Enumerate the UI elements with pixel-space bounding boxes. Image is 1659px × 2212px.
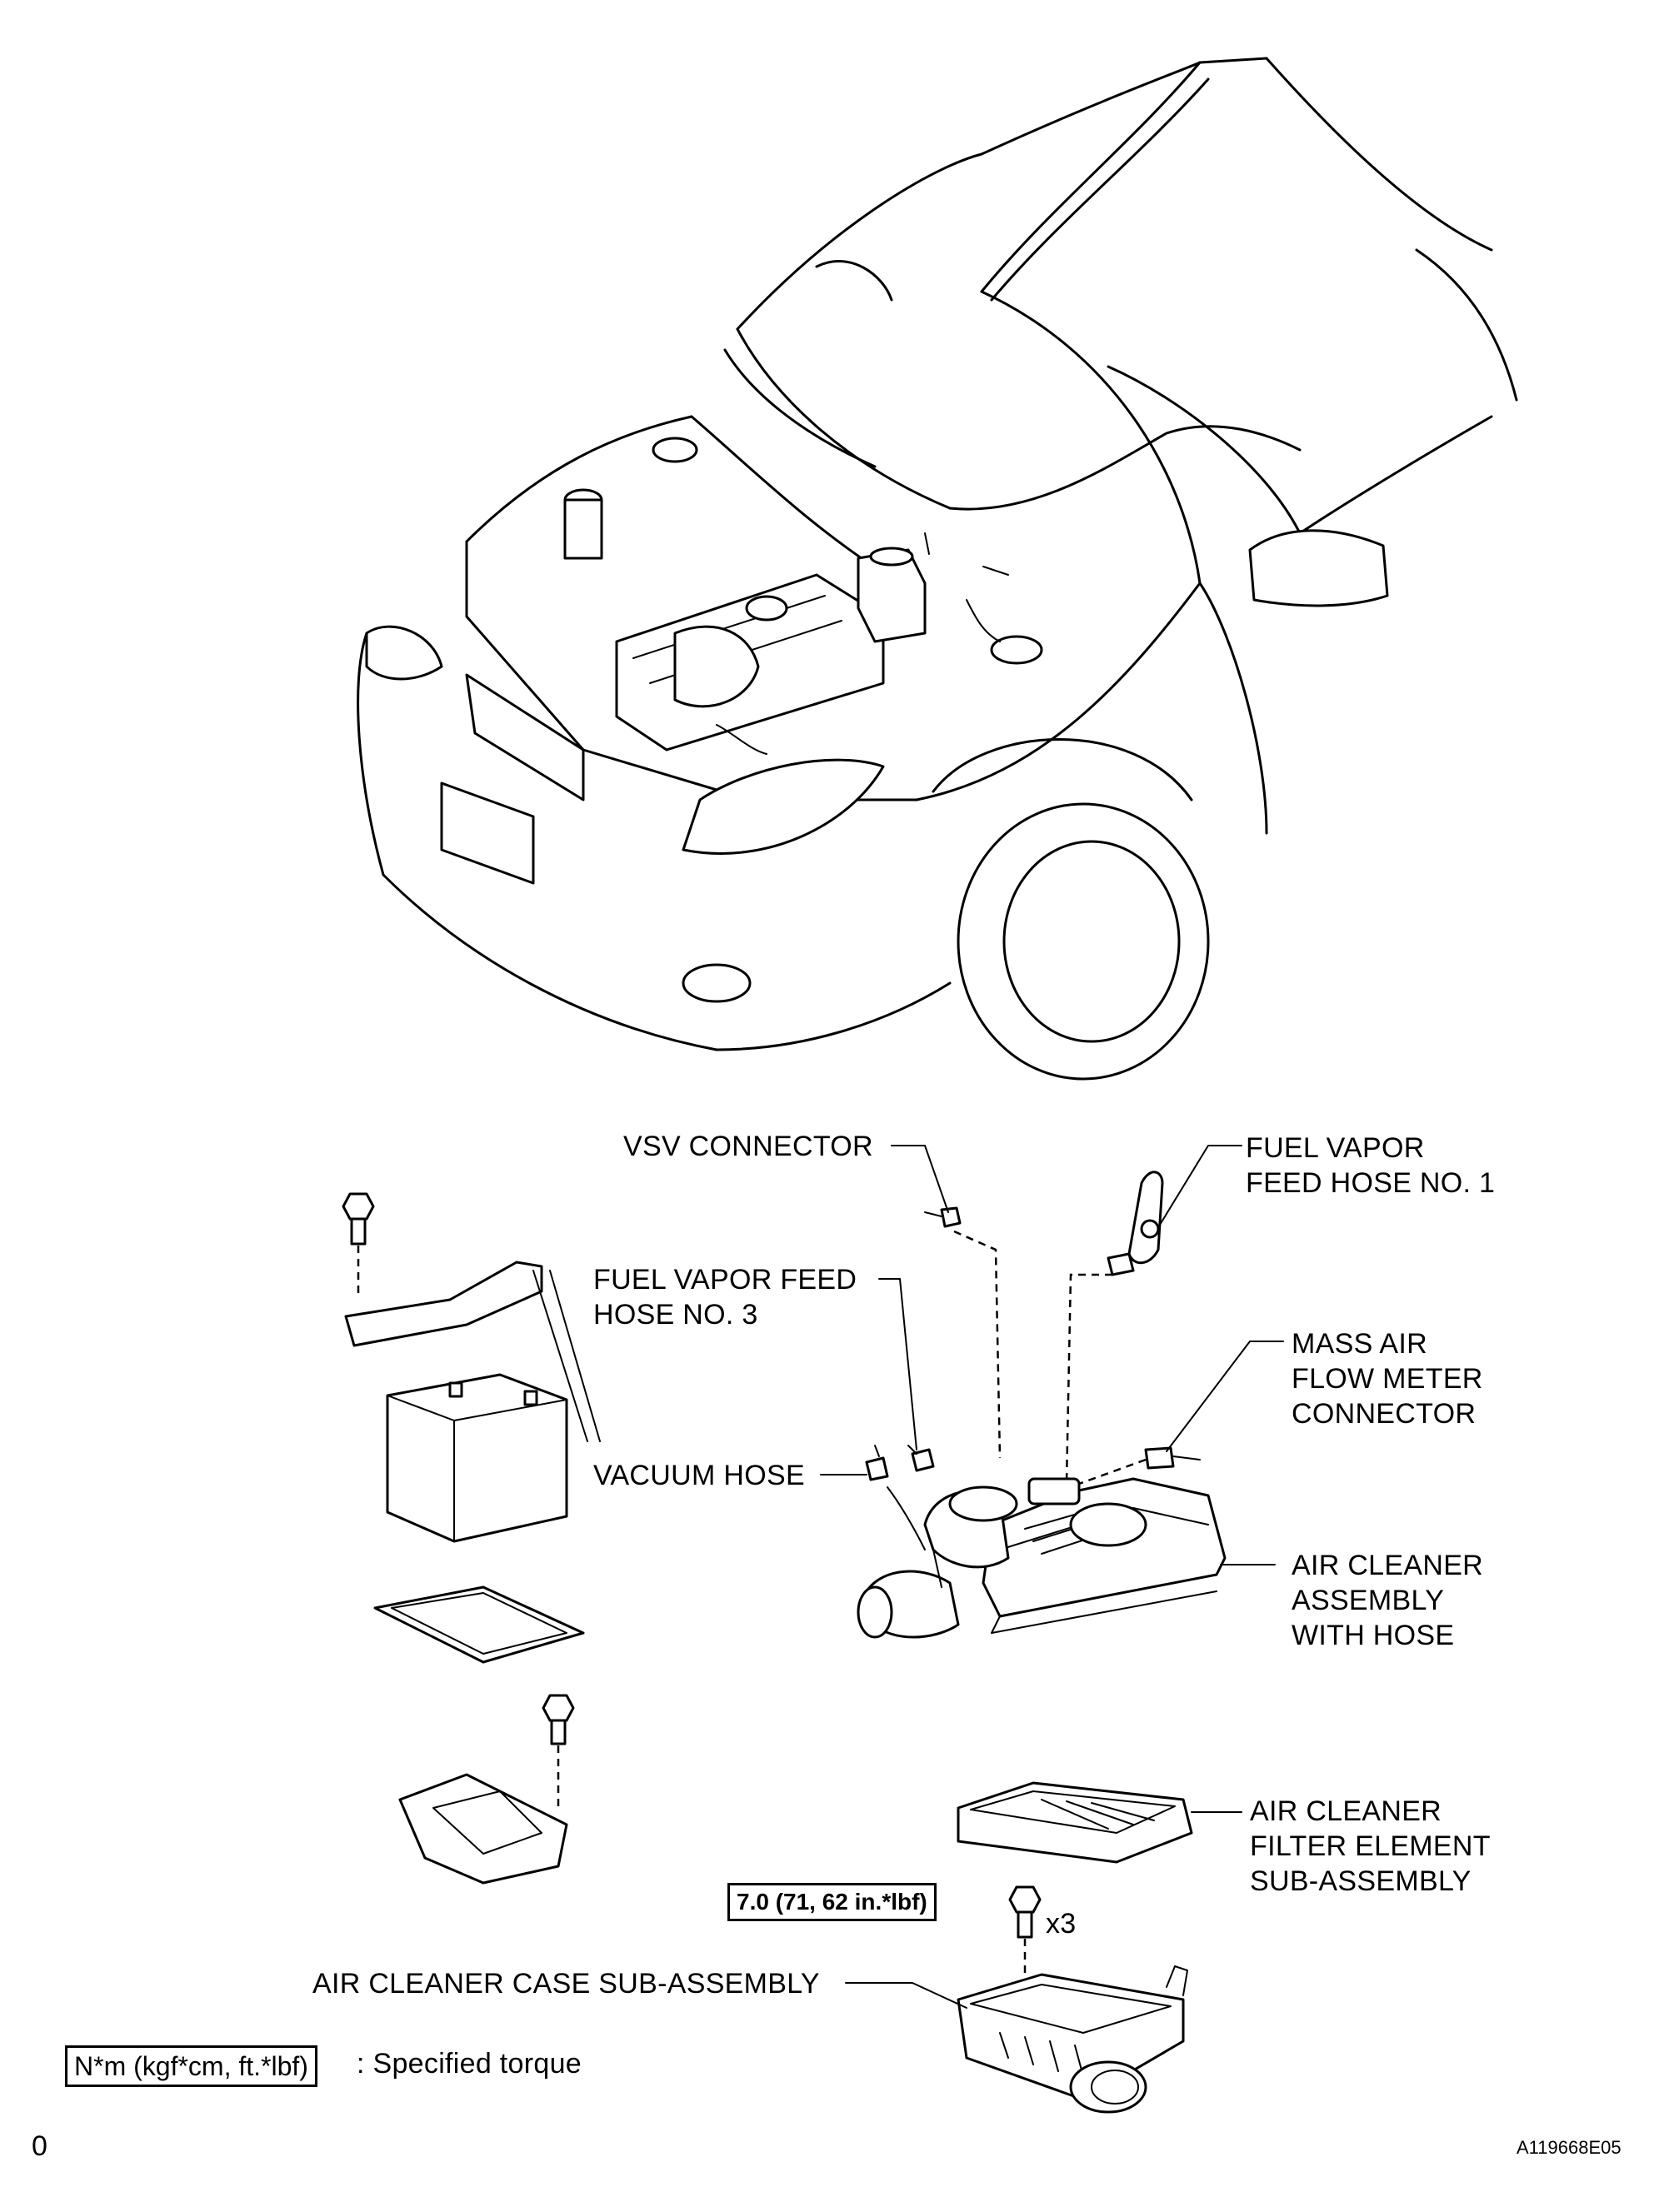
page-mark: 0 bbox=[32, 2130, 48, 2162]
vsv-connector-label: VSV CONNECTOR bbox=[623, 1131, 873, 1162]
figure-id: A119668E05 bbox=[1517, 2137, 1622, 2158]
mass-air-flow-meter-connector-label-line2: FLOW METER bbox=[1292, 1363, 1483, 1395]
air-cleaner-assembly-label-line1: AIR CLEANER bbox=[1292, 1550, 1484, 1581]
fuel-vapor-feed-hose-1-label-line1: FUEL VAPOR bbox=[1246, 1132, 1425, 1164]
legend-text: : Specified torque bbox=[357, 2048, 582, 2080]
vacuum-hose-label: VACUUM HOSE bbox=[593, 1460, 805, 1491]
car-illustration bbox=[357, 57, 1518, 1081]
torque-spec-box: 7.0 (71, 62 in.*lbf) bbox=[727, 1883, 937, 1921]
bolt-quantity-label: x3 bbox=[1046, 1908, 1077, 1940]
fuel-vapor-feed-hose-3-label-line1: FUEL VAPOR FEED bbox=[593, 1264, 857, 1296]
fuel-vapor-feed-hose-3-label-line2: HOSE NO. 3 bbox=[593, 1299, 758, 1331]
air-cleaner-case-label: AIR CLEANER CASE SUB-ASSEMBLY bbox=[312, 1968, 820, 2000]
fuel-vapor-feed-hose-1-label-line2: FEED HOSE NO. 1 bbox=[1246, 1167, 1496, 1199]
mass-air-flow-meter-connector-label-line1: MASS AIR bbox=[1292, 1328, 1428, 1360]
air-cleaner-filter-label-line1: AIR CLEANER bbox=[1250, 1795, 1442, 1827]
leader-lines bbox=[820, 1145, 1284, 2009]
air-cleaner-assembly-label-line3: WITH HOSE bbox=[1292, 1620, 1455, 1651]
mass-air-flow-meter-connector-label-line3: CONNECTOR bbox=[1292, 1398, 1477, 1430]
legend-unit-box: N*m (kgf*cm, ft.*lbf) bbox=[65, 2045, 317, 2087]
battery-group bbox=[342, 1192, 601, 1885]
air-cleaner-group bbox=[857, 1171, 1227, 2114]
air-cleaner-filter-label-line2: FILTER ELEMENT bbox=[1250, 1830, 1491, 1862]
air-cleaner-assembly-label-line2: ASSEMBLY bbox=[1292, 1585, 1445, 1616]
air-cleaner-filter-label-line3: SUB-ASSEMBLY bbox=[1250, 1865, 1472, 1897]
